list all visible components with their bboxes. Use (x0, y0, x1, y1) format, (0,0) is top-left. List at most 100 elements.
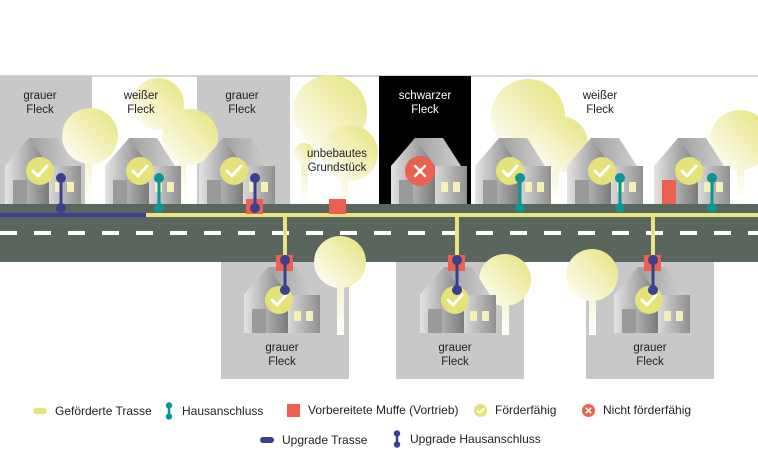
zone-label-line: Fleck (26, 104, 54, 116)
lane-marking (510, 231, 527, 235)
house-connection-node (154, 203, 164, 213)
tree-trunk (737, 140, 744, 204)
house-icon (567, 138, 643, 204)
eligible-icon (26, 157, 54, 185)
legend-label: Upgrade Hausanschluss (410, 432, 541, 446)
house-door (252, 309, 266, 333)
house-door (399, 180, 413, 204)
check-icon (131, 164, 149, 178)
house-connection-node (707, 203, 717, 213)
upgrade-connection-node (250, 203, 260, 213)
house-window (537, 182, 544, 192)
house-connection-node (615, 203, 625, 213)
lane-marking (68, 231, 85, 235)
house-wall (464, 295, 496, 333)
zone-label-line: Fleck (586, 104, 614, 116)
house-icon (391, 138, 467, 204)
tree-icon (710, 110, 758, 170)
tree-trunk (179, 137, 186, 204)
house-window (249, 182, 256, 192)
house-window (294, 311, 301, 321)
legend-item-upgrade-trasse: Upgrade Trasse (260, 433, 367, 447)
lane-marking (476, 231, 493, 235)
house-wall (435, 166, 467, 204)
house-connection-node (615, 173, 625, 183)
lane-marking (170, 231, 187, 235)
upgrade-connection-node (280, 255, 290, 265)
house-connection-node (515, 173, 525, 183)
upgrade-connection-node (250, 173, 260, 183)
upgrade-connection-node (56, 173, 66, 183)
house-window (664, 311, 671, 321)
zone-label-line: Fleck (228, 104, 256, 116)
zone-label-line: grauer (23, 90, 56, 102)
house-wall (149, 166, 181, 204)
not-eligible-icon (582, 403, 595, 417)
tree-icon (314, 236, 366, 288)
house-window (482, 311, 489, 321)
close-icon (413, 164, 427, 178)
house-door (13, 180, 27, 204)
upgrade-connection-node (648, 255, 658, 265)
tree-trunk (301, 153, 308, 204)
lane-marking (272, 231, 289, 235)
zone-label-line: grauer (265, 342, 298, 354)
house-door (428, 309, 442, 333)
house-wall (611, 166, 643, 204)
house-window (704, 182, 711, 192)
tree-trunk (589, 275, 596, 335)
lane-marking (0, 231, 17, 235)
check-icon (680, 164, 698, 178)
funded-trasse-drop (283, 215, 287, 260)
upgrade-connection-node (452, 285, 462, 295)
tree-icon (62, 108, 118, 164)
house-window (629, 182, 636, 192)
house-connection-node (707, 173, 717, 183)
upgrade-connection-node (280, 285, 290, 295)
house-icon (5, 138, 81, 204)
check-icon (31, 164, 49, 178)
eligible-icon (588, 157, 616, 185)
tree-icon (566, 249, 618, 301)
tree-trunk (552, 144, 559, 204)
house-door (575, 180, 589, 204)
lane-marking (340, 231, 357, 235)
eligible-icon (126, 157, 154, 185)
upgrade-connection-icon (393, 430, 401, 448)
house-window (525, 182, 532, 192)
eligible-icon (675, 157, 703, 185)
house-wall (698, 166, 730, 204)
zone-label-line: Grundstück (308, 162, 367, 174)
lane-marking (374, 231, 391, 235)
zone-label-line: grauer (633, 342, 666, 354)
lane-marking (612, 231, 629, 235)
legend-item-eligible: Förderfähig (474, 403, 556, 417)
lane-marking (136, 231, 153, 235)
house-door (113, 180, 127, 204)
legend-label: Upgrade Trasse (282, 433, 368, 447)
lane-marking (34, 231, 51, 235)
legend-label: Nicht förderfähig (603, 403, 692, 417)
house-door (483, 180, 497, 204)
legend-label: Förderfähig (495, 403, 557, 417)
zone-label-line: schwarzer (399, 90, 452, 102)
eligible-icon (441, 286, 469, 314)
house-wall (288, 295, 320, 333)
upgrade-trasse-icon (260, 437, 274, 443)
zone-label-line: grauer (438, 342, 471, 354)
legend-label: Hausanschluss (182, 404, 264, 418)
funded-trasse-drop (651, 215, 655, 260)
muffe-icon (329, 199, 346, 214)
zone-label-line: Fleck (441, 356, 469, 368)
funded-trasse-drop (455, 215, 459, 260)
zone-label-line: unbebautes (307, 148, 367, 160)
zone-label-line: Fleck (268, 356, 296, 368)
tree-icon (162, 109, 218, 165)
red-door (662, 180, 676, 204)
lane-marking (578, 231, 595, 235)
